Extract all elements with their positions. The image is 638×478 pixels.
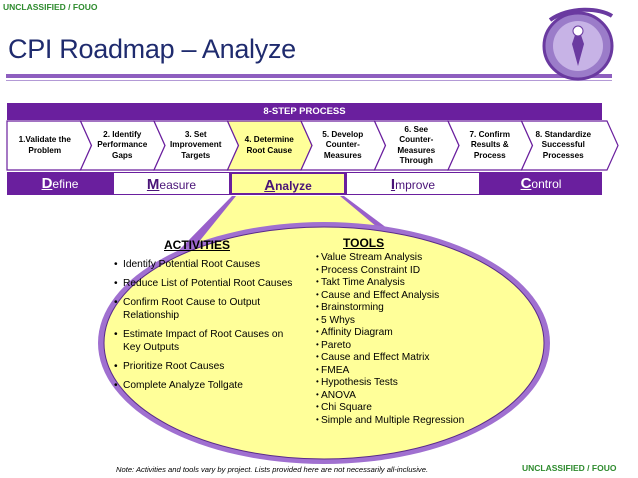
classification-banner-bottom: UNCLASSIFIED / FOUO (522, 463, 617, 473)
activity-item: • Complete Analyze Tollgate (114, 379, 302, 392)
activity-text: Prioritize Root Causes (123, 361, 225, 372)
tool-text: Affinity Diagram (321, 327, 393, 338)
tool-text: ANOVA (321, 389, 356, 401)
bullet-icon: • (316, 414, 319, 424)
phase-rest: easure (159, 178, 197, 192)
activity-text: Estimate Impact of Root Causes on Key Ou… (123, 329, 284, 353)
title-divider (6, 74, 612, 78)
tool-item: •Cause and Effect Matrix (316, 352, 496, 365)
tool-item: •5 Whys (316, 315, 496, 328)
tool-item: •Cause and Effect Analysis (316, 290, 496, 303)
step-label: 7. Confirm Results & Process (469, 129, 511, 160)
phase-improve[interactable]: Improve (346, 172, 480, 195)
bullet-icon: • (316, 314, 319, 324)
tools-title: TOOLS (343, 236, 385, 250)
bullet-icon: • (316, 289, 319, 299)
step-label: 6. See Counter-Measures Through (397, 124, 436, 166)
activities-list: • Identify Potential Root Causes • Reduce … (114, 258, 302, 398)
phase-initial: I (390, 176, 396, 193)
tool-item: •Affinity Diagram (316, 327, 496, 340)
tool-item: •FMEA (316, 365, 496, 378)
tool-item: •Hypothesis Tests (316, 377, 496, 390)
step-label: 1.Validate the Problem (18, 135, 71, 155)
activity-text: Confirm Root Cause to Output Relationshi… (123, 297, 261, 321)
activities-title: ACTIVITIES (164, 238, 231, 252)
tool-text: Simple and Multiple Regression (321, 414, 465, 426)
bullet-icon: • (114, 259, 118, 270)
bullet-icon: • (316, 264, 319, 274)
bullet-icon: • (316, 339, 319, 349)
activity-item: • Confirm Root Cause to Output Relationsh… (114, 296, 302, 322)
bullet-icon: • (316, 377, 319, 386)
activity-item: • Prioritize Root Causes (114, 360, 302, 373)
activity-item: • Identify Potential Root Causes (114, 258, 302, 271)
phase-initial: M (146, 176, 160, 193)
phase-rest: ontrol (531, 177, 562, 191)
step-label: 2. Identify Performance Gaps (97, 129, 148, 160)
phase-rest: nalyze (275, 179, 312, 193)
activity-text: Identify Potential Root Causes (123, 259, 261, 270)
classification-banner-top: UNCLASSIFIED / FOUO (3, 2, 98, 12)
tool-text: Pareto (321, 339, 352, 351)
tools-list: •Value Stream Analysis•Process Constrain… (316, 252, 496, 427)
step-label: 4. Determine Root Cause (244, 135, 294, 155)
phase-rest: mprove (395, 178, 436, 192)
tool-text: Takt Time Analysis (321, 277, 405, 288)
bullet-icon: • (114, 380, 118, 391)
step-label: 3. Set Improvement Targets (170, 129, 222, 160)
phase-rest: efine (52, 177, 79, 191)
activity-item: • Estimate Impact of Root Causes on Key O… (114, 328, 302, 354)
bullet-icon: • (316, 389, 319, 399)
tool-item: •Value Stream Analysis (316, 252, 496, 265)
tool-item: •Takt Time Analysis (316, 277, 496, 290)
phase-initial: D (41, 175, 53, 192)
phase-measure[interactable]: Measure (113, 172, 230, 195)
phase-initial: C (520, 175, 532, 192)
phase-define[interactable]: Define (7, 172, 113, 195)
callout-ellipse (103, 226, 545, 460)
footnote: Note: Activities and tools vary by proje… (116, 465, 429, 474)
tool-item: •Pareto (316, 340, 496, 353)
bullet-icon: • (316, 352, 319, 361)
step-label: 8. Standardize Successful Processes (535, 129, 591, 160)
phase-analyze[interactable]: Analyze (230, 172, 346, 195)
tool-item: •Brainstorming (316, 302, 496, 315)
bullet-icon: • (316, 302, 319, 311)
bullet-icon: • (316, 402, 319, 411)
tool-item: •Chi Square (316, 402, 496, 415)
phase-control[interactable]: Control (480, 172, 602, 195)
bullet-icon: • (316, 364, 319, 374)
tool-text: Cause and Effect Analysis (321, 289, 440, 301)
page-title: CPI Roadmap – Analyze (8, 34, 296, 64)
process-header: 8-STEP PROCESS (7, 103, 602, 120)
activity-item: • Reduce List of Potential Root Causes (114, 277, 302, 290)
tool-text: Hypothesis Tests (321, 377, 398, 388)
tool-item: •Simple and Multiple Regression (316, 415, 496, 428)
activity-text: Reduce List of Potential Root Causes (123, 278, 293, 289)
step-label: 5. Develop Counter-Measures (322, 129, 364, 160)
tool-text: Value Stream Analysis (321, 252, 423, 263)
bullet-icon: • (316, 277, 319, 286)
bullet-icon: • (114, 297, 118, 308)
tool-text: Process Constraint ID (321, 264, 421, 276)
bullet-icon: • (114, 361, 118, 372)
bullet-icon: • (114, 278, 118, 289)
bullet-icon: • (114, 329, 118, 340)
bullet-icon: • (316, 327, 319, 336)
activity-text: Complete Analyze Tollgate (123, 380, 243, 391)
tool-item: •ANOVA (316, 390, 496, 403)
tool-text: Cause and Effect Matrix (321, 352, 430, 363)
phase-initial: A (264, 177, 276, 194)
bullet-icon: • (316, 252, 319, 261)
title-divider-thin (6, 80, 612, 81)
tool-item: •Process Constraint ID (316, 265, 496, 278)
organization-seal-icon (542, 7, 614, 81)
tool-text: 5 Whys (321, 314, 355, 326)
tool-text: FMEA (321, 364, 350, 376)
tool-text: Brainstorming (321, 302, 384, 313)
tool-text: Chi Square (321, 402, 372, 413)
